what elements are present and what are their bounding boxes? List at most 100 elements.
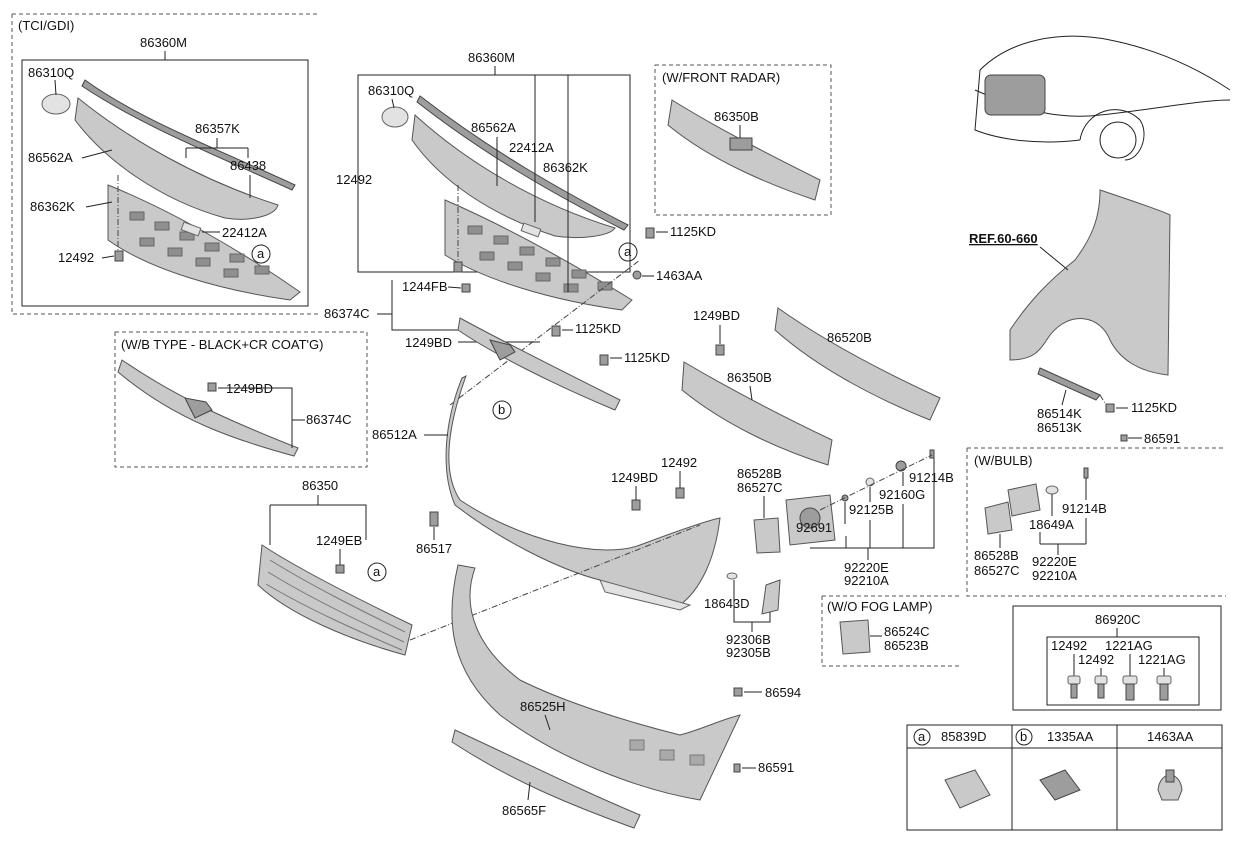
legend-clip-85839d (944, 769, 991, 809)
legend-table (906, 724, 1223, 831)
label-12492-a: 12492 (58, 250, 94, 265)
skid-plate-86565f (451, 729, 641, 829)
screw-86591-a (733, 763, 741, 773)
ref-label: REF.60-660 (969, 231, 1038, 246)
label-86374c-b: 86374C (306, 412, 352, 427)
label-1244fb: 1244FB (402, 279, 448, 294)
label-12492-c: 12492 (661, 455, 697, 470)
label-86310q-a: 86310Q (28, 65, 74, 80)
label-86562a-a: 86562A (28, 150, 73, 165)
label-1125kd-d: 1125KD (1131, 400, 1177, 415)
label-91214b-a: 91214B (909, 470, 954, 485)
label-92691: 92691 (796, 520, 832, 535)
label-12492-d: 12492 (1051, 638, 1087, 653)
tci-gdi-frame (11, 13, 318, 315)
clip-86594 (733, 687, 743, 697)
radiator-grille-bars (265, 559, 406, 651)
bulb-18643d (726, 572, 738, 580)
clip-12492-b (453, 261, 463, 273)
screw-kit-fasteners (1067, 654, 1172, 701)
label-91214b-b: 91214B (1062, 501, 1107, 516)
section-wo-fog: (W/O FOG LAMP) (827, 599, 932, 614)
label-86514k: 86514K (1037, 406, 1082, 421)
svg-text:b: b (498, 402, 505, 417)
label-1249bd-b: 1249BD (693, 308, 740, 323)
label-92210a-a: 92210A (844, 573, 889, 588)
chrome-bar-bracket-b (184, 397, 213, 419)
screw-kit-inner-box (1046, 636, 1200, 706)
fender-ref-60-660 (1009, 189, 1171, 376)
radar-mount (729, 137, 753, 151)
bolt-1125kd-d (1105, 403, 1115, 413)
legend-clip-1463aa (1157, 774, 1183, 801)
bulb-18649a (1045, 485, 1059, 495)
label-22412a-a (180, 221, 202, 237)
svg-text:a: a (373, 564, 381, 579)
label-86362k-a: 86362K (30, 199, 75, 214)
label-1125kd-a: 1125KD (670, 224, 716, 239)
label-86527c-a: 86527C (737, 480, 783, 495)
label-1221ag-b: 1221AG (1138, 652, 1186, 667)
label-86528b-a: 86528B (737, 466, 782, 481)
label-86520b: 86520B (827, 330, 872, 345)
label-1125kd-c: 1125KD (624, 350, 670, 365)
callout-a-1 (251, 244, 271, 264)
legend-a-code: 85839D (941, 729, 987, 744)
chrome-bar-86374c-b (117, 359, 299, 457)
label-86360m-b: 86360M (468, 50, 515, 65)
wb-type-frame (114, 331, 368, 468)
label-1249eb: 1249EB (316, 533, 362, 548)
callout-b-1 (492, 400, 512, 420)
label-86594: 86594 (765, 685, 801, 700)
label-86362k-b: 86362K (543, 160, 588, 175)
label-1249bd-a: 1249BD (405, 335, 452, 350)
bumper-lip (599, 579, 692, 611)
clip-12492-a (114, 250, 124, 262)
plug-86517 (429, 511, 439, 527)
wo-fog-frame (821, 595, 962, 667)
label-86525h: 86525H (520, 699, 566, 714)
lower-grille-86525h (451, 564, 741, 801)
label-86565f: 86565F (502, 803, 546, 818)
callout-a-2 (618, 242, 638, 262)
clip-1463aa-a (632, 270, 642, 280)
section-wb-type: (W/B TYPE - BLACK+CR COAT'G) (121, 337, 323, 352)
label-86360m-a: 86360M (140, 35, 187, 50)
chrome-bar-bracket (489, 339, 516, 361)
screw-86591-b (1120, 434, 1128, 442)
garnish-strip-b (416, 95, 629, 231)
emblem-86310q-a (41, 93, 71, 115)
label-86310q-b: 86310Q (368, 83, 414, 98)
label-86591-a: 86591 (758, 760, 794, 775)
grille-group-bracket (357, 74, 631, 273)
legend-c-code: 1463AA (1147, 729, 1194, 744)
label-1463aa-a: 1463AA (656, 268, 703, 283)
legend-b-code: 1335AA (1047, 729, 1094, 744)
label-92125b: 92125B (849, 502, 894, 517)
fog-blank-86524c (839, 619, 871, 655)
label-1221ag-a: 1221AG (1105, 638, 1153, 653)
grille-mesh-86362k-b (444, 199, 633, 311)
bulb-92160g (895, 460, 907, 472)
bumper-cover-86512a (445, 374, 721, 606)
screw-91214b-a (929, 449, 935, 459)
legend-a-letter: a (918, 729, 926, 744)
label-86920c: 86920C (1095, 612, 1141, 627)
screw-91214b-b (1083, 467, 1089, 479)
lower-grille-ribs (629, 739, 705, 766)
label-92305b: 92305B (726, 645, 771, 660)
side-reflector-92306b (761, 579, 781, 615)
bulb-lamp-92220e (1007, 483, 1041, 517)
vehicle-wheel (1099, 121, 1137, 159)
label-12492-b: 12492 (336, 172, 372, 187)
clip-1249bd-d (631, 499, 641, 511)
fog-lamp-lens (799, 507, 821, 529)
socket-92125b (865, 477, 875, 487)
bolt-1125kd-c (599, 354, 609, 366)
label-18649a: 18649A (1029, 517, 1074, 532)
legend-nut-1335aa (1039, 769, 1081, 801)
callout-a-3 (367, 562, 387, 582)
label-92220e-b: 92220E (1032, 554, 1077, 569)
